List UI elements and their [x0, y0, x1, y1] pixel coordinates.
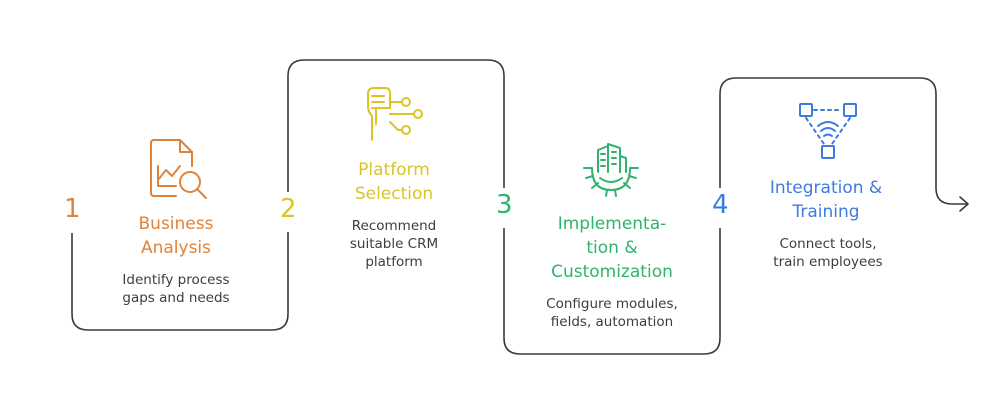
step-title-3: Implementa- tion & Customization — [551, 214, 673, 282]
step-number-1: 1 — [64, 194, 81, 224]
document-analysis-icon — [150, 139, 207, 199]
step-title-2: Platform Selection — [354, 160, 434, 204]
step-desc-2: Recommend suitable CRM platform — [349, 218, 439, 270]
wireless-network-icon — [799, 103, 857, 159]
gear-building-icon — [583, 143, 639, 197]
step-title-1: Business Analysis — [138, 214, 214, 258]
arrow-head-icon — [959, 196, 969, 212]
step-number-4: 4 — [712, 190, 729, 220]
number-gap-4 — [708, 188, 732, 228]
step-number-2: 2 — [280, 194, 297, 224]
hand-circuit-icon — [367, 87, 423, 141]
step-desc-3: Configure modules, fields, automation — [546, 296, 678, 330]
number-gap-3 — [492, 188, 516, 228]
step-desc-1: Identify process gaps and needs — [122, 272, 230, 306]
step-number-3: 3 — [496, 190, 513, 220]
step-desc-4: Connect tools, train employees — [773, 236, 883, 270]
step-title-4: Integration & Training — [769, 178, 883, 222]
number-gap-1 — [60, 192, 84, 232]
number-gap-2 — [276, 192, 300, 232]
flow-line — [71, 59, 968, 355]
